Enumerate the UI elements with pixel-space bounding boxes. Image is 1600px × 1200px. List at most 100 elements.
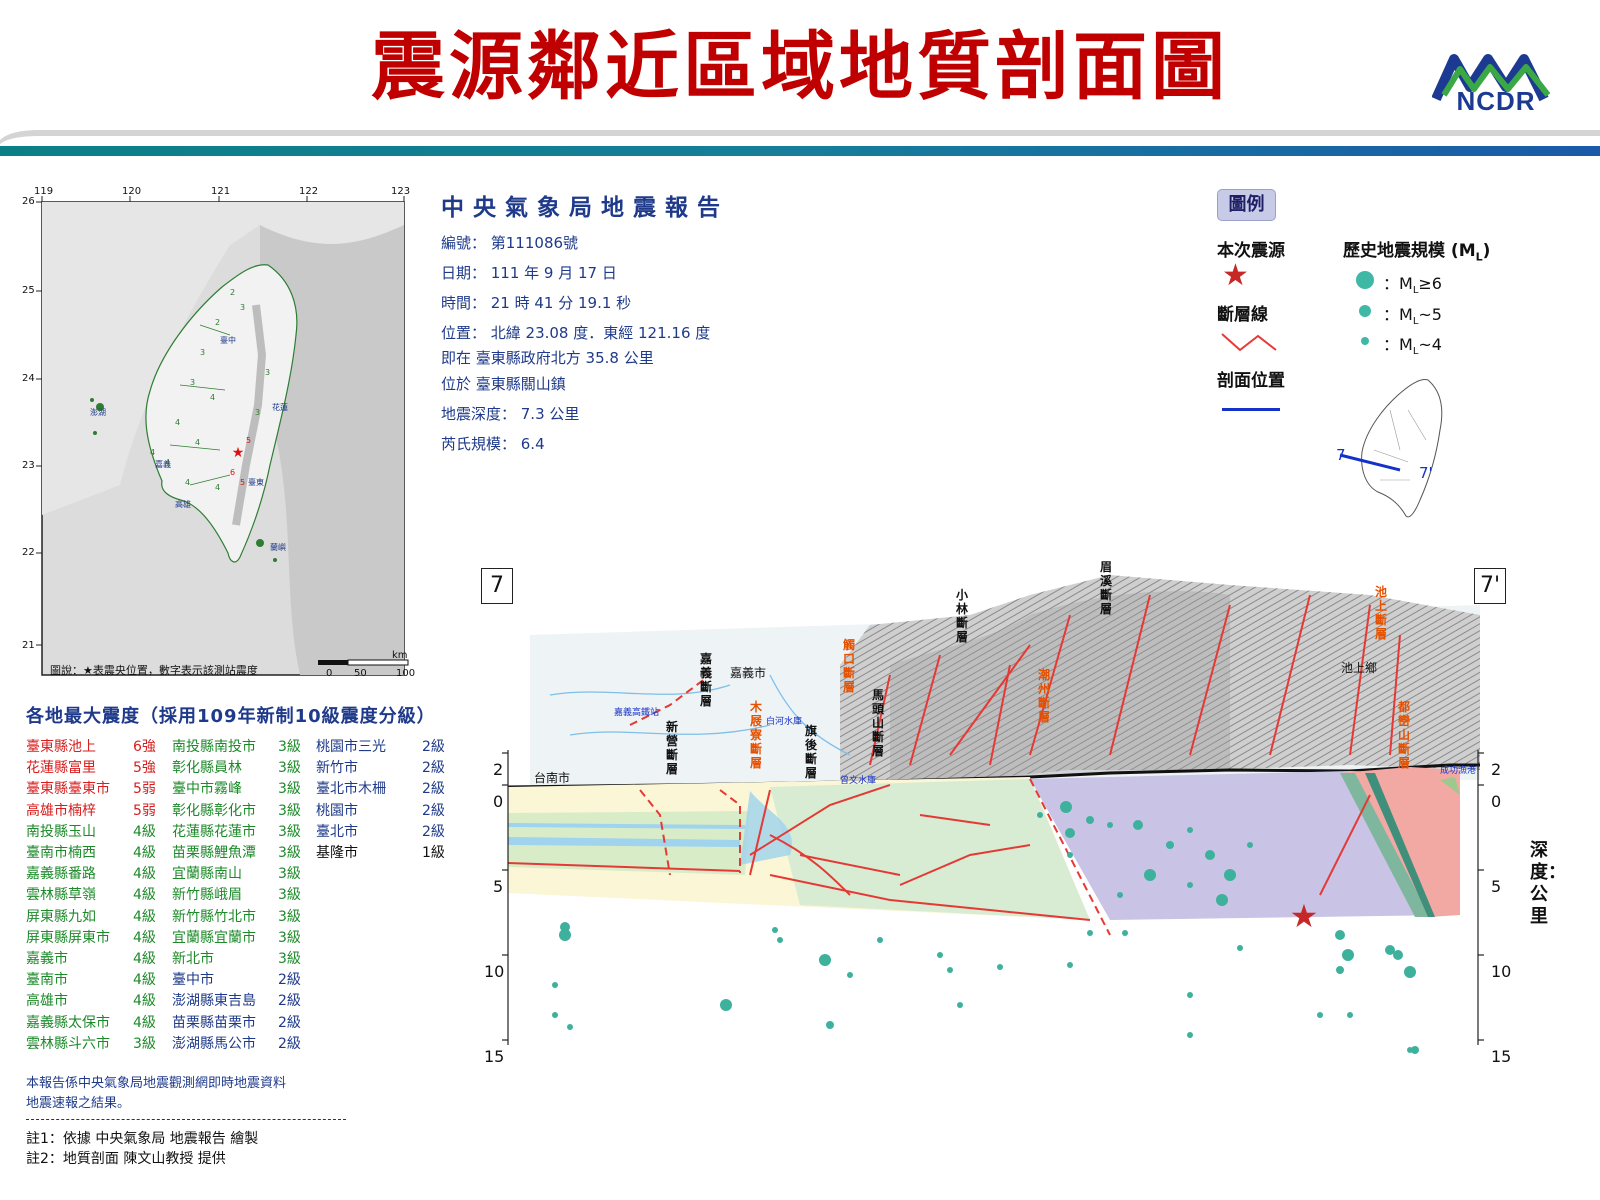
place-label: 台南市 (534, 771, 571, 785)
intensity-station: 臺南市 (26, 972, 68, 989)
intensity-station: 澎湖縣馬公市 (172, 1035, 256, 1052)
report-note-line: 地震速報之結果。 (26, 1096, 131, 1111)
svg-text:3: 3 (255, 408, 260, 417)
intensity-value: 2級 (278, 1035, 301, 1052)
legend-this-quake: 本次震源 (1217, 241, 1285, 261)
intensity-value: 3級 (278, 823, 301, 840)
intensity-station: 新竹縣峨眉 (172, 887, 242, 904)
report-note: 本報告係中央氣象局地震觀測網即時地震資料 地震速報之結果。 (26, 1074, 286, 1114)
svg-text:4: 4 (175, 418, 180, 427)
inset-label-7: 7 (1336, 446, 1346, 464)
intensity-station: 苗栗縣鯉魚潭 (172, 845, 256, 861)
svg-text:蘭嶼: 蘭嶼 (270, 542, 286, 552)
svg-text:4: 4 (185, 478, 190, 487)
intensity-value: 2級 (278, 1014, 301, 1031)
depth-tick-right: 0 (1491, 792, 1502, 811)
intensity-value: 3級 (278, 802, 301, 819)
intensity-station: 花蓮縣花蓮市 (172, 823, 256, 840)
depth-tick-right: 15 (1491, 1047, 1512, 1066)
page-title: 震源鄰近區域地質剖面圖 (371, 24, 1229, 110)
intensity-station: 屏東縣九如 (26, 908, 96, 925)
intensity-value: 4級 (133, 823, 156, 840)
report-note-line: 本報告係中央氣象局地震觀測網即時地震資料 (26, 1076, 287, 1091)
intensity-value: 3級 (278, 887, 301, 904)
note-2: 註2：地質剖面 陳文山教授 提供 (26, 1151, 226, 1167)
intensity-station: 高雄市楠梓 (26, 802, 96, 819)
intensity-station: 南投縣南投市 (172, 739, 256, 755)
intensity-station: 新北市 (172, 951, 214, 967)
inset-label-7prime: 7' (1419, 464, 1433, 482)
intensity-station: 基隆市 (316, 845, 358, 861)
intensity-value: 3級 (133, 1035, 156, 1052)
fault-label: 潮州斷層 (1038, 668, 1051, 724)
intensity-value: 3級 (278, 951, 301, 967)
intensity-value: 5強 (133, 760, 156, 777)
star-icon: ★ (1222, 258, 1249, 293)
intensity-station: 嘉義市 (26, 951, 68, 967)
intensity-station: 高雄市 (26, 993, 68, 1010)
section-end-left: 7 (481, 568, 513, 604)
lat-tick: 22 (22, 547, 35, 558)
map-legend: 圖說：★表震央位置，數字表示該測站震度 (50, 664, 258, 677)
lat-tick: 21 (22, 640, 35, 651)
svg-text:澎湖: 澎湖 (90, 407, 106, 417)
svg-text:★: ★ (232, 445, 245, 461)
intensity-value: 2級 (422, 781, 445, 798)
report-township: 位於 臺東縣關山鎮 (441, 375, 566, 393)
place-label: 成功漁港 (1440, 766, 1477, 776)
section-end-right: 7' (1474, 568, 1506, 604)
mag4-dot-icon (1361, 337, 1369, 345)
fault-label: 新營斷層 (666, 720, 679, 776)
intensity-station: 桃園市三光 (316, 739, 386, 755)
fault-label: 都巒山斷層 (1398, 700, 1411, 770)
scale-label: 0 (326, 668, 333, 679)
intensity-station: 嘉義縣番路 (26, 866, 96, 883)
mag6-dot-icon (1356, 271, 1374, 289)
intensity-value: 4級 (133, 951, 156, 967)
depth-tick-right: 2 (1491, 760, 1502, 779)
svg-text:臺東: 臺東 (248, 477, 264, 487)
svg-text:花蓮: 花蓮 (272, 402, 288, 412)
report-relative-location: 即在 臺東縣政府北方 35.8 公里 (441, 349, 654, 367)
intensity-value: 2級 (278, 972, 301, 989)
intensity-value: 2級 (422, 760, 445, 777)
intensity-station: 臺中市霧峰 (172, 781, 242, 798)
intensity-station: 新竹縣竹北市 (172, 908, 256, 925)
report-date: 日期： 111 年 9 月 17 日 (441, 264, 617, 282)
intensity-station: 南投縣玉山 (26, 823, 96, 840)
svg-text:高雄: 高雄 (175, 499, 191, 509)
svg-text:4: 4 (165, 458, 170, 467)
intensity-station: 雲林縣斗六市 (26, 1035, 110, 1052)
intensity-value: 3級 (278, 929, 301, 946)
intensity-value: 4級 (133, 866, 156, 883)
svg-text:4: 4 (195, 438, 200, 447)
intensity-value: 4級 (133, 929, 156, 946)
divider (26, 1119, 346, 1120)
svg-text:★: ★ (1290, 897, 1319, 935)
depth-tick-left: 10 (484, 962, 505, 981)
svg-text:嘉義: 嘉義 (155, 459, 171, 469)
place-label: 池上鄉 (1341, 661, 1378, 675)
lon-tick: 122 (299, 186, 319, 197)
section-line-icon (1222, 408, 1280, 411)
report-magnitude: 芮氏規模： 6.4 (441, 435, 545, 453)
fault-label: 馬頭山斷層 (872, 688, 885, 758)
inset-section-map (1339, 379, 1443, 518)
legend-fault: 斷層線 (1217, 305, 1268, 325)
lat-tick: 24 (22, 373, 35, 384)
intensity-station: 宜蘭縣宜蘭市 (172, 929, 256, 946)
header-band (0, 130, 1600, 156)
fault-line-icon (1221, 333, 1277, 352)
report-time: 時間： 21 時 41 分 19.1 秒 (441, 294, 632, 312)
intensity-station: 臺南市楠西 (26, 845, 96, 861)
report-location: 位置： 北緯 23.08 度．東經 121.16 度 (441, 324, 711, 342)
fault-label: 小林斷層 (956, 588, 969, 644)
legend-m5: ：ML~5 (1383, 305, 1442, 328)
intensity-value: 4級 (133, 972, 156, 989)
intensity-station: 彰化縣員林 (172, 760, 242, 777)
lon-tick: 119 (34, 186, 54, 197)
lat-tick: 25 (22, 285, 35, 296)
svg-text:3: 3 (265, 368, 270, 377)
intensity-value: 2級 (278, 993, 301, 1010)
lon-tick: 120 (122, 186, 142, 197)
